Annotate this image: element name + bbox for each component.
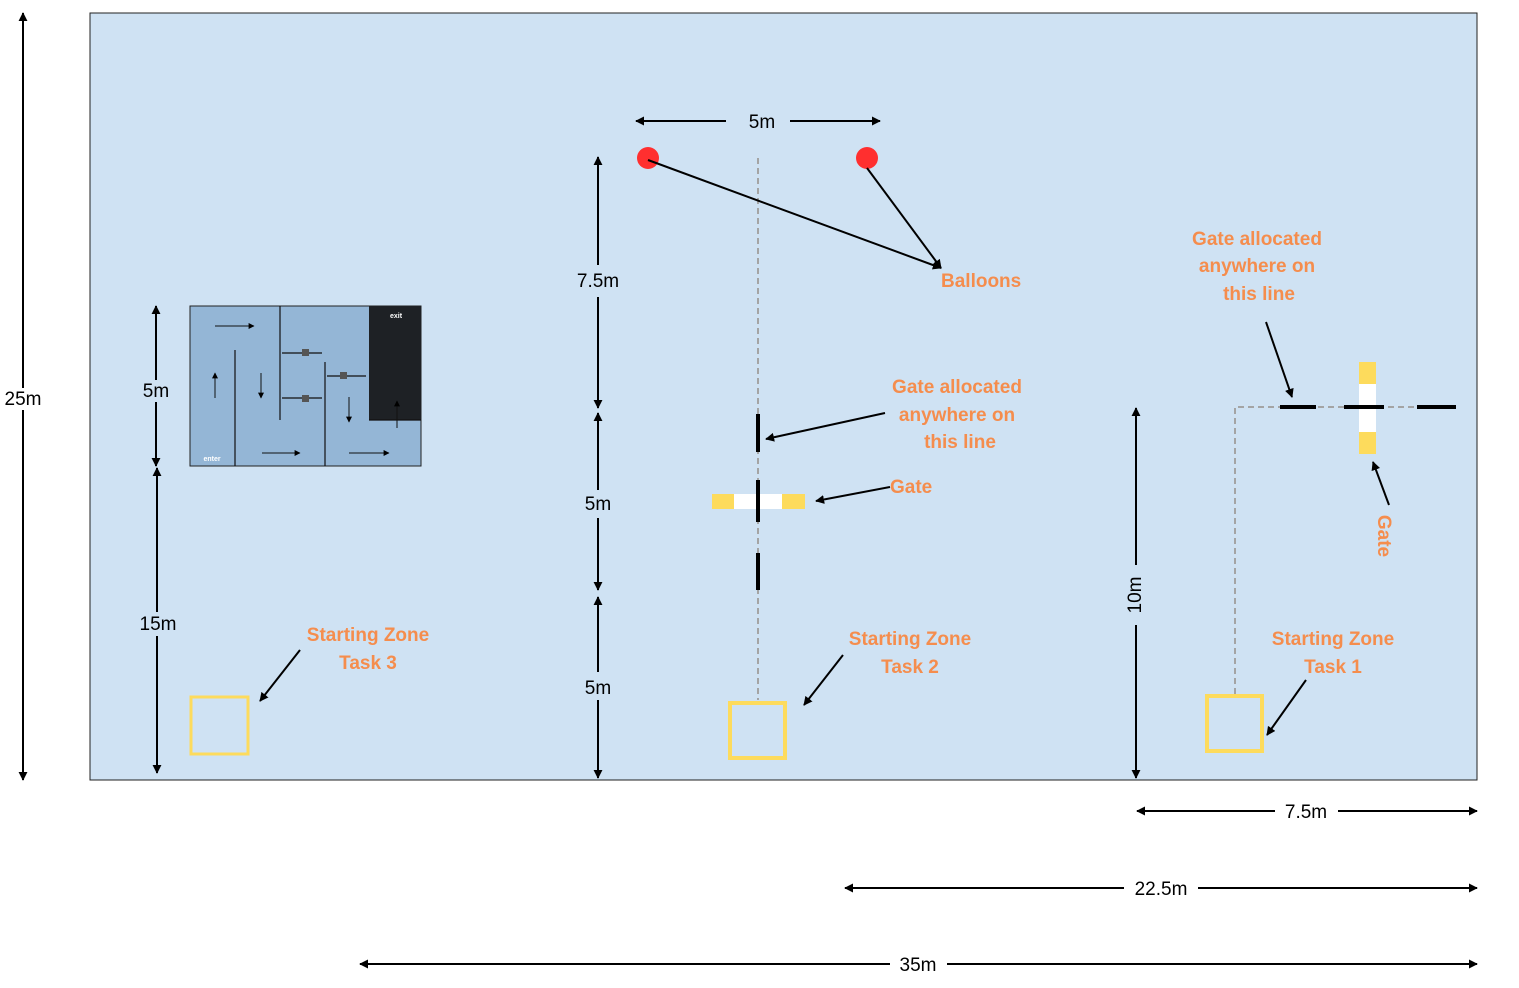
gate-icon <box>712 484 805 520</box>
maze-exit-label: exit <box>390 313 403 320</box>
starting-zone-task1-label: Starting Zone Task 1 <box>1272 629 1394 678</box>
svg-text:Starting Zone: Starting Zone <box>1272 629 1394 650</box>
svg-text:Task 1: Task 1 <box>1304 657 1362 678</box>
svg-text:Gate allocated: Gate allocated <box>1192 229 1322 250</box>
svg-text:this line: this line <box>924 432 996 453</box>
dim-balloon-spacing: 5m <box>635 112 881 133</box>
dim-label-task1-span: 7.5m <box>1285 802 1327 823</box>
dim-label-task3-span: 22.5m <box>1135 879 1188 900</box>
pointer-task3 <box>259 649 301 702</box>
pointer-gate-task2 <box>815 486 891 504</box>
dim-task3-span: 22.5m <box>844 879 1478 900</box>
dim-label-task1-height: 10m <box>1125 577 1146 614</box>
dim-label-task2-top: 7.5m <box>577 271 619 292</box>
pointer-gate-task1 <box>1371 461 1390 506</box>
pointer-gate-line-task1 <box>1265 321 1294 398</box>
balloon-icon <box>637 147 659 169</box>
svg-text:Task 3: Task 3 <box>339 653 397 674</box>
maze-exit-zone <box>369 306 421 420</box>
svg-text:Gate allocated: Gate allocated <box>892 377 1022 398</box>
dim-task1-height: 10m <box>1125 407 1146 779</box>
starting-zone-task3-label: Starting Zone Task 3 <box>307 625 429 674</box>
dim-task2-top: 7.5m <box>577 156 619 409</box>
dim-label-maze-offset: 15m <box>140 614 177 635</box>
svg-text:this line: this line <box>1223 284 1295 305</box>
dim-label-field-width: 35m <box>900 955 937 976</box>
dim-label-task2-middle: 5m <box>585 494 611 515</box>
svg-text:Task 2: Task 2 <box>881 657 939 678</box>
dim-task2-bottom: 5m <box>585 596 611 779</box>
dim-label-field-height: 25m <box>5 389 42 410</box>
svg-text:Starting Zone: Starting Zone <box>307 625 429 646</box>
gate-task1-label: Gate <box>1373 515 1394 557</box>
starting-zone-icon <box>728 701 787 760</box>
dim-field-height: 25m <box>5 12 42 781</box>
starting-zone-icon <box>189 695 250 756</box>
gate-line-task2-label: Gate allocated anywhere on this line <box>892 377 1022 453</box>
gate-task2-label: Gate <box>890 477 932 498</box>
svg-text:anywhere on: anywhere on <box>1199 256 1315 277</box>
starting-zone-task2-label: Starting Zone Task 2 <box>849 629 971 678</box>
svg-text:anywhere on: anywhere on <box>899 405 1015 426</box>
gate-line-task1-label: Gate allocated anywhere on this line <box>1192 229 1322 305</box>
pointer-gate-line-task2 <box>765 412 886 442</box>
balloons-label: Balloons <box>941 271 1021 292</box>
dim-field-width: 35m <box>359 955 1478 976</box>
dim-label-balloon-spacing: 5m <box>749 112 775 133</box>
dim-maze-height: 5m <box>143 305 169 467</box>
starting-zone-icon <box>1205 694 1264 753</box>
dim-label-maze-height: 5m <box>143 381 169 402</box>
maze-icon: exit enter <box>189 305 422 467</box>
maze-enter-label: enter <box>203 456 220 463</box>
balloon-pointer <box>866 167 942 269</box>
gate-icon <box>1344 362 1384 454</box>
dim-label-task2-bottom: 5m <box>585 678 611 699</box>
dim-task2-middle: 5m <box>585 412 611 591</box>
dim-task1-span: 7.5m <box>1136 802 1478 823</box>
balloon-icon <box>856 147 878 169</box>
svg-text:Starting Zone: Starting Zone <box>849 629 971 650</box>
pointer-task2 <box>803 654 844 706</box>
dim-maze-offset: 15m <box>140 467 177 774</box>
balloon-pointer <box>647 159 942 270</box>
pointer-task1 <box>1266 679 1307 736</box>
